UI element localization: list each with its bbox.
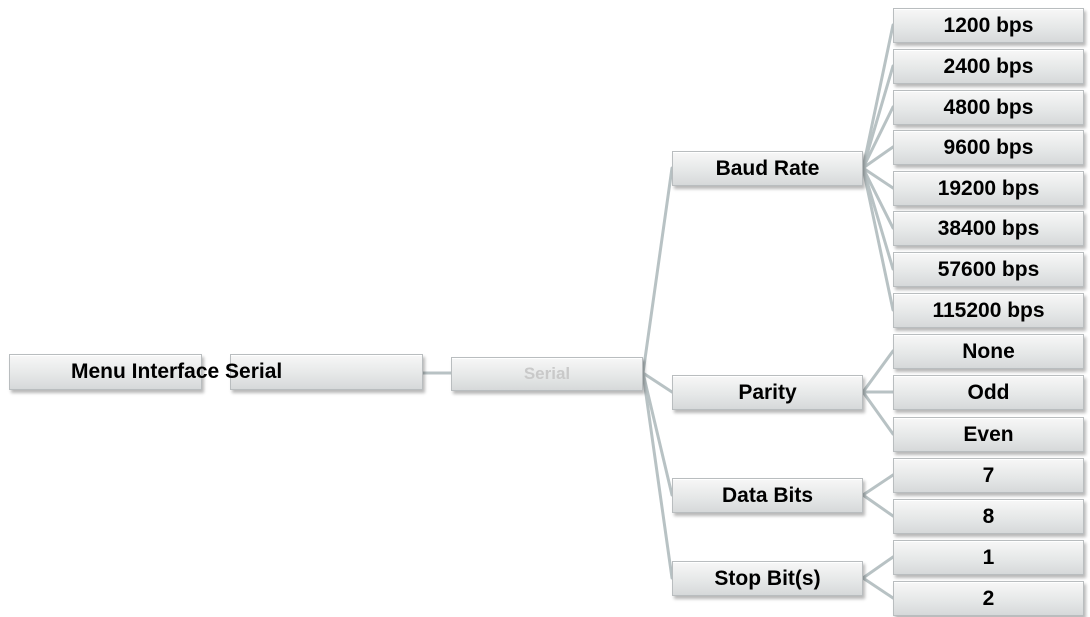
connector-line <box>861 105 895 170</box>
serial-node[interactable]: Serial <box>451 357 643 391</box>
parity-option[interactable]: None <box>893 334 1084 369</box>
root-path-label: Menu Interface Serial <box>71 360 283 383</box>
data-bits-option[interactable]: 7 <box>893 458 1084 493</box>
connector-line <box>861 555 895 580</box>
parity-node[interactable]: Parity <box>672 375 863 410</box>
connector-line <box>861 23 895 170</box>
baud-option[interactable]: 1200 bps <box>893 8 1084 43</box>
stop-bits-option[interactable]: 1 <box>893 540 1084 575</box>
connector-line <box>861 473 895 497</box>
baud-rate-node[interactable]: Baud Rate <box>672 151 863 186</box>
connector-line <box>861 145 895 170</box>
connector-line <box>641 371 674 580</box>
baud-option[interactable]: 9600 bps <box>893 130 1084 165</box>
connector-line <box>861 493 895 518</box>
baud-option[interactable]: 2400 bps <box>893 49 1084 84</box>
baud-option[interactable]: 115200 bps <box>893 293 1084 328</box>
connector-line <box>861 390 895 436</box>
connector-line <box>861 64 895 170</box>
connector-line <box>861 166 895 190</box>
baud-option[interactable]: 57600 bps <box>893 252 1084 287</box>
data-bits-option[interactable]: 8 <box>893 499 1084 534</box>
connector-line <box>641 166 674 375</box>
baud-option[interactable]: 19200 bps <box>893 171 1084 206</box>
parity-option[interactable]: Even <box>893 417 1084 452</box>
connector-line <box>861 349 895 394</box>
baud-option[interactable]: 4800 bps <box>893 90 1084 125</box>
parity-option[interactable]: Odd <box>893 375 1084 410</box>
baud-option[interactable]: 38400 bps <box>893 211 1084 246</box>
connector-line <box>861 166 895 230</box>
stop-bits-option[interactable]: 2 <box>893 581 1084 616</box>
connector-line <box>641 371 674 497</box>
connector-line <box>861 576 895 600</box>
interface-node[interactable] <box>230 354 423 390</box>
connector-line <box>641 371 674 394</box>
menu-node[interactable] <box>9 354 202 390</box>
connector-line <box>861 166 895 312</box>
data-bits-node[interactable]: Data Bits <box>672 478 863 513</box>
stop-bits-node[interactable]: Stop Bit(s) <box>672 561 863 596</box>
